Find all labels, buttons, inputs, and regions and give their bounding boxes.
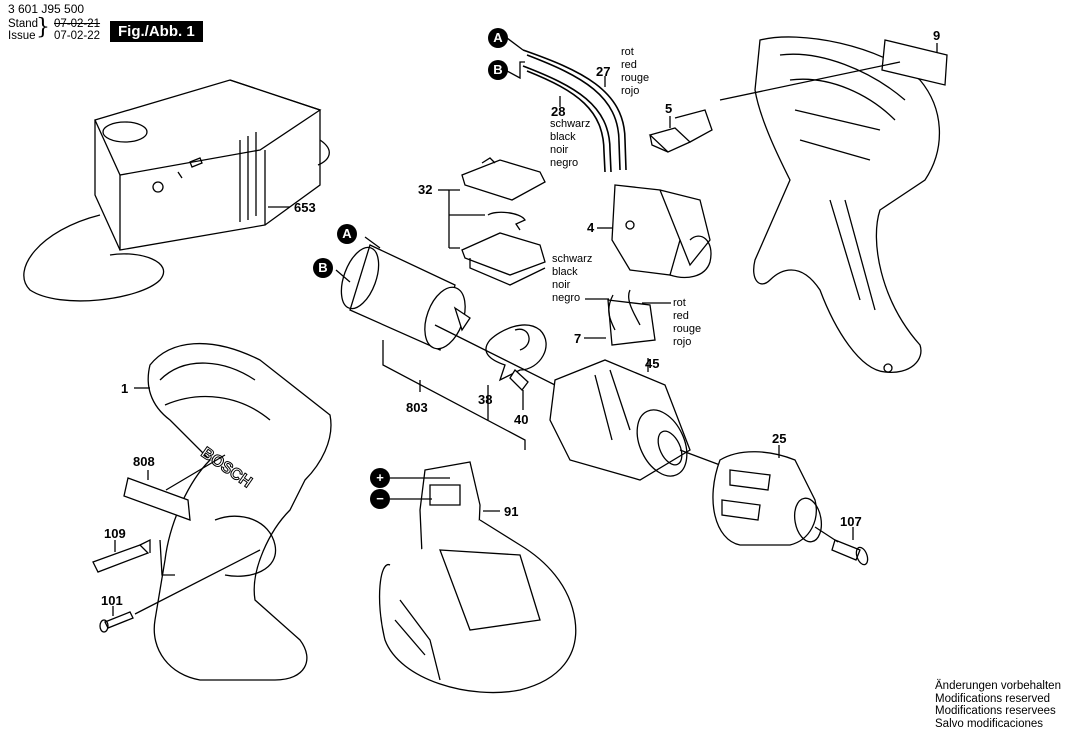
dates: 07-02-21 07-02-22 [54,18,100,42]
part-number-1: 1 [121,381,129,396]
part-number-5: 5 [665,101,673,116]
motor-assembly [340,244,471,351]
color-fr: rouge [673,323,702,335]
gearbox-part-45 [549,359,721,481]
note-es: Salvo modificaciones [935,717,1044,730]
color-en: black [552,266,578,278]
part-number-101: 101 [101,593,123,608]
part-number-9: 9 [933,28,941,43]
part-number-28: 28 [551,104,566,119]
part-number-45: 45 [645,356,660,371]
leader-B-motor [335,269,351,283]
housing-right-half [753,36,941,373]
color-en: red [621,59,637,71]
terminal-block-part-7 [607,289,656,346]
part-number-32: 32 [418,182,433,197]
axis-line-motor [434,324,556,386]
wire-27-color-label: rot red rouge rojo [621,46,649,98]
connector-plus: + [370,468,390,488]
part-number-653: 653 [294,200,316,215]
screw-part-107 [831,539,861,561]
gasket-part-38 [485,324,547,382]
part-number-91: 91 [504,504,519,519]
leader-A-top [506,37,524,51]
stand-label: Stand [8,18,39,30]
switch-part-4 [611,184,712,278]
part-number-803: 803 [406,400,428,415]
housing-left-half-part-1: BOSCH [147,343,332,681]
note-fr: Modifications reservees [935,705,1056,717]
battery-part-91 [378,461,577,694]
color-fr: noir [552,279,571,291]
part-number-25: 25 [772,431,787,446]
leader-101-to-housing [134,549,261,615]
color-fr: noir [550,144,569,156]
leader-32-bracket [448,189,485,249]
part-number-109: 109 [104,526,126,541]
note-en: Modifications reserved [935,692,1051,705]
part-number-40: 40 [514,412,529,427]
part-number-38: 38 [478,392,493,407]
issue-date: 07-02-22 [54,30,101,42]
switch-button-part-5 [648,109,713,153]
color-es: negro [550,157,579,169]
color-en: black [550,131,576,143]
part-number-27: 27 [596,64,611,79]
connector-B-motor: B [313,258,333,278]
stand-date: 07-02-21 [54,18,101,30]
color-es: rojo [673,336,692,348]
leader-808-to-housing [165,454,226,491]
part-number-7: 7 [574,331,582,346]
document-number: 3 601 J95 500 [8,2,85,16]
bit-part-109 [92,544,150,573]
part-7-red-wire-label: rot red rouge rojo [673,297,701,349]
wire-28-color-label: schwarz black noir negro [550,118,590,170]
modifications-reserved-note: Änderungen vorbehalten Modifications res… [935,680,1061,730]
connector-B-top: B [488,60,508,80]
leader-9-to-housing [719,61,901,101]
color-de: rot [673,297,686,309]
color-en: red [673,310,689,322]
stand-issue-labels: Stand Issue [8,18,38,42]
part-number-107: 107 [840,514,862,529]
wires-27-28 [522,49,627,173]
part-number-4: 4 [587,220,595,235]
leader-A-motor [364,236,381,249]
color-de: schwarz [552,253,593,265]
leader-803-bracket [382,340,526,450]
color-es: rojo [621,85,640,97]
connector-minus: − [370,489,390,509]
leader-109-to-housing [159,539,175,576]
part-7-black-wire-label: schwarz black noir negro [552,253,592,305]
brush-holder-part-32 [461,157,546,286]
figure-label: Fig./Abb. 1 [110,21,203,42]
leader-B-top [506,61,525,80]
charger-part-653 [23,79,330,302]
chuck-part-25 [712,451,823,546]
label-part-9 [881,39,948,86]
color-de: schwarz [550,118,591,130]
part-number-808: 808 [133,454,155,469]
color-es: negro [552,292,581,304]
connector-A-top: A [488,28,508,48]
screw-part-40 [509,368,529,391]
color-de: rot [621,46,634,58]
color-fr: rouge [621,72,650,84]
label-part-808 [123,477,191,521]
issue-label: Issue [8,30,36,42]
brace-symbol: } [36,15,50,40]
connector-A-motor: A [337,224,357,244]
screw-part-101 [104,611,134,629]
note-de: Änderungen vorbehalten [935,680,1061,692]
